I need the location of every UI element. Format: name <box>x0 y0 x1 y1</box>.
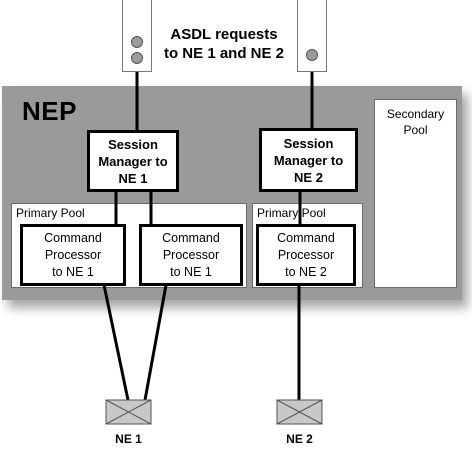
diagram-caption: ASDL requests to NE 1 and NE 2 <box>163 26 285 62</box>
primary-pool-label: Primary Pool <box>257 206 326 220</box>
link-cp1-ne1 <box>102 284 130 401</box>
indicator-light-icon <box>131 36 143 48</box>
ne1-label: NE 1 <box>115 432 142 446</box>
indicator-light-icon <box>131 52 143 64</box>
command-processor-ne1-b: Command Processor to NE 1 <box>139 224 243 286</box>
session-manager-ne2: Session Manager to NE 2 <box>259 128 358 192</box>
primary-pool-label: Primary Pool <box>16 206 85 220</box>
secondary-pool: Secondary Pool <box>374 99 457 288</box>
command-processor-ne1-a: Command Processor to NE 1 <box>20 224 126 286</box>
link-cp2-ne1 <box>143 284 168 401</box>
secondary-pool-label: Secondary Pool <box>386 107 445 137</box>
nep-title: NEP <box>22 96 77 126</box>
indicator-light-icon <box>306 49 318 61</box>
command-processor-ne2: Command Processor to NE 2 <box>256 224 356 286</box>
ne1-device-icon <box>105 399 152 425</box>
ne2-label: NE 2 <box>286 432 313 446</box>
ne2-device-icon <box>276 399 323 425</box>
session-manager-ne1: Session Manager to NE 1 <box>87 130 179 192</box>
